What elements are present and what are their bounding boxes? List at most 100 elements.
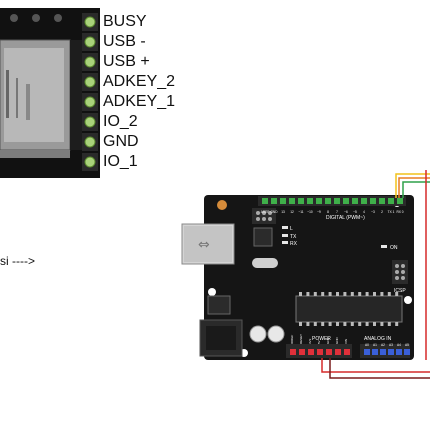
analog-pin-label: A0: [365, 343, 369, 347]
digital-pin-label: ~6: [344, 210, 348, 214]
analog-pin-label: A5: [405, 343, 409, 347]
digital-pin: [352, 198, 358, 204]
mount-hole: [208, 288, 216, 296]
pin-pad: [84, 36, 96, 48]
digital-pin: [334, 198, 340, 204]
digital-pin-label: 13: [281, 210, 285, 214]
pin-label: ADKEY_2: [103, 73, 176, 90]
pin-label: USB +: [103, 53, 150, 70]
digital-pin-label: TX 1: [388, 210, 395, 214]
led-tx: [282, 234, 288, 237]
power-pin-label: IOREF: [290, 335, 294, 344]
pin-pad: [84, 156, 96, 168]
digital-pin-label: 8: [327, 210, 329, 214]
power-pin-label: 3V3: [308, 338, 312, 344]
wire-red: [321, 358, 430, 373]
voltage-regulator: [207, 295, 231, 315]
digital-pin-label: GND: [270, 210, 278, 214]
power-pin: [317, 349, 323, 355]
analog-pin: [372, 349, 378, 355]
mp3-module: [0, 8, 100, 178]
power-pin: [308, 349, 314, 355]
label-digital: DIGITAL (PWM~): [326, 215, 365, 221]
analog-pin-label: A1: [373, 343, 377, 347]
pin-pad: [84, 56, 96, 68]
reset-button: [217, 200, 227, 210]
mount-hole: [404, 296, 412, 304]
pin-pad: [84, 16, 96, 28]
arrow-label: si ---->: [0, 254, 35, 268]
digital-pin: [298, 198, 304, 204]
mount-hole: [54, 14, 62, 22]
power-pin: [290, 349, 296, 355]
digital-pin: [370, 198, 376, 204]
capacitor: [267, 325, 285, 343]
wire-orange: [398, 177, 430, 198]
pin-pad: [84, 76, 96, 88]
digital-pin-label: ~5: [353, 210, 357, 214]
analog-pin: [404, 349, 410, 355]
wire-dark: [329, 358, 430, 379]
analog-pin-label: A4: [397, 343, 401, 347]
arduino-board: ⇔: [181, 195, 414, 360]
wire-yellow: [395, 173, 430, 198]
microcontroller-chip: [295, 292, 403, 326]
digital-pin: [316, 198, 322, 204]
pin-label: BUSY: [103, 13, 147, 30]
analog-pin: [364, 349, 370, 355]
digital-pin: [325, 198, 331, 204]
analog-pin-label: A2: [381, 343, 385, 347]
power-pin: [335, 349, 341, 355]
power-jack: [199, 319, 243, 357]
label-tx: TX: [290, 234, 297, 240]
label-power: POWER: [312, 336, 331, 342]
icsp-header-2: [252, 208, 276, 224]
power-pin-label: 5V: [317, 340, 321, 344]
wires: [321, 170, 430, 379]
usb-icon: ⇔: [198, 237, 210, 253]
label-rx: RX: [290, 241, 298, 247]
power-pin-label: GND: [335, 337, 339, 345]
digital-pin-label: ~9: [317, 210, 321, 214]
pin-pad: [84, 116, 96, 128]
digital-pin: [262, 198, 268, 204]
digital-pin: [271, 198, 277, 204]
digital-pin: [307, 198, 313, 204]
wire-green: [402, 181, 430, 198]
sd-card-slot: [0, 39, 71, 158]
capacitor: [249, 325, 267, 343]
digital-pin-label: 7: [336, 210, 338, 214]
digital-pin: [289, 198, 295, 204]
digital-pin: [343, 198, 349, 204]
pin-label: GND: [103, 133, 139, 150]
digital-pin-label: ~3: [371, 210, 375, 214]
icsp-header: [392, 260, 408, 284]
pin-label: IO_1: [103, 153, 138, 170]
usb-chip: [253, 227, 273, 247]
digital-pin-label: 4: [363, 210, 365, 214]
analog-pin: [396, 349, 402, 355]
power-pin: [344, 349, 350, 355]
pin-pad: [84, 136, 96, 148]
led-l: [282, 226, 288, 229]
label-icsp: ICSP: [394, 288, 406, 294]
led-rx: [282, 241, 288, 244]
crystal: [252, 258, 278, 268]
digital-pin-label: 2: [381, 210, 383, 214]
digital-pin-label: ~11: [298, 210, 303, 214]
digital-pin: [397, 198, 403, 204]
pin-label: ADKEY_1: [103, 93, 176, 110]
pin-label: USB -: [103, 33, 146, 50]
analog-pin: [388, 349, 394, 355]
digital-pin: [361, 198, 367, 204]
digital-pin: [280, 198, 286, 204]
digital-pin: [388, 198, 394, 204]
module-pin-header: [82, 13, 98, 171]
digital-pin: [379, 198, 385, 204]
label-l: L: [290, 226, 293, 232]
mount-hole: [10, 14, 18, 22]
